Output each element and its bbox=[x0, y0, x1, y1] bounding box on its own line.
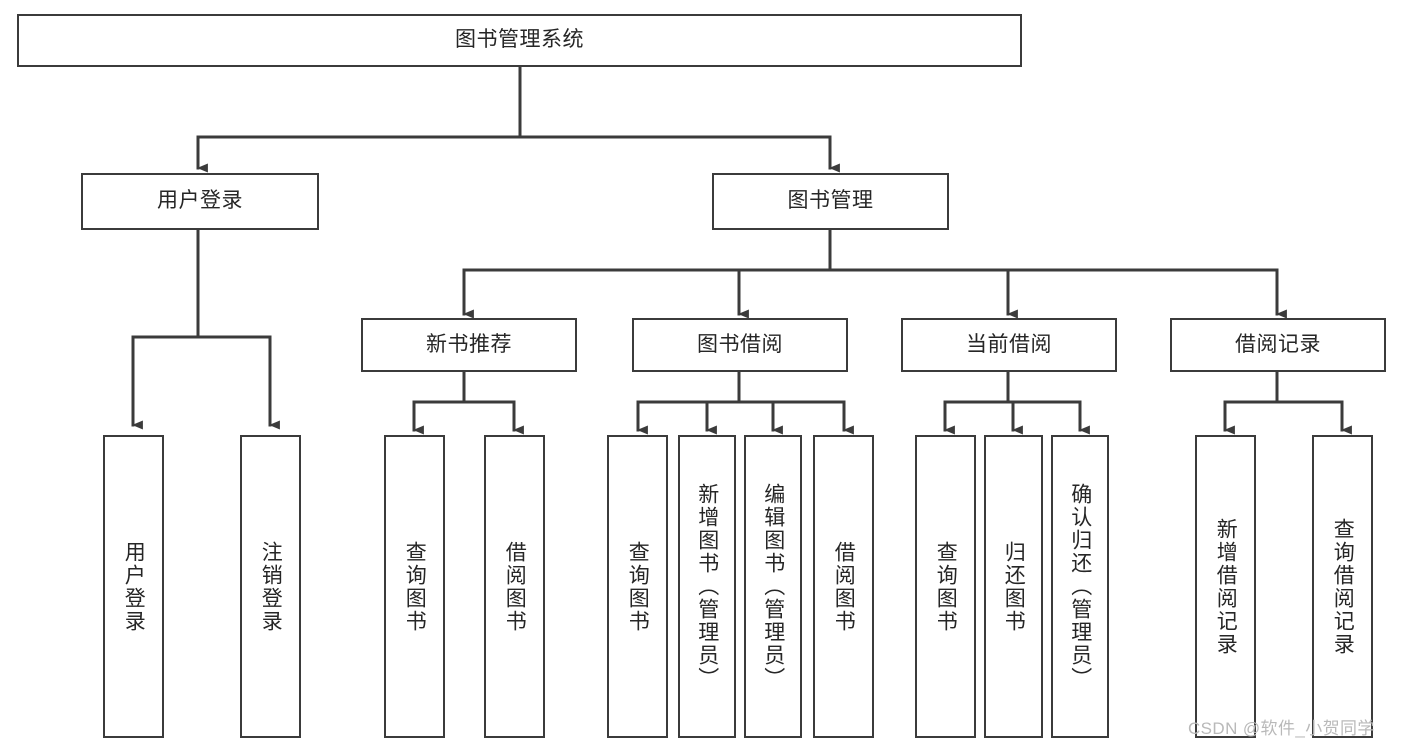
node-leaf-query-record[interactable]: 查询借阅记录 bbox=[1312, 435, 1373, 738]
node-new-book-recommend[interactable]: 新书推荐 bbox=[361, 318, 577, 372]
node-leaf-add-record-label: 新增借阅记录 bbox=[1214, 517, 1238, 656]
node-leaf-borrow-book-1-label: 借阅图书 bbox=[503, 540, 527, 633]
node-leaf-add-book[interactable]: 新增图书（管理员） bbox=[678, 435, 736, 738]
node-leaf-add-book-label: 新增图书（管理员） bbox=[695, 483, 719, 690]
node-user-login-label: 用户登录 bbox=[157, 189, 243, 213]
node-book-borrow[interactable]: 图书借阅 bbox=[632, 318, 848, 372]
node-leaf-query-book-1[interactable]: 查询图书 bbox=[384, 435, 445, 738]
node-root-label: 图书管理系统 bbox=[455, 28, 584, 52]
node-current-borrow[interactable]: 当前借阅 bbox=[901, 318, 1117, 372]
watermark: CSDN @软件_小贺同学 bbox=[1188, 719, 1375, 738]
node-root[interactable]: 图书管理系统 bbox=[17, 14, 1022, 67]
node-leaf-query-book-1-label: 查询图书 bbox=[403, 540, 427, 633]
node-leaf-add-record[interactable]: 新增借阅记录 bbox=[1195, 435, 1256, 738]
node-leaf-return-book-label: 归还图书 bbox=[1002, 540, 1026, 633]
node-leaf-query-book-3-label: 查询图书 bbox=[934, 540, 958, 633]
node-leaf-query-record-label: 查询借阅记录 bbox=[1331, 517, 1355, 656]
node-leaf-edit-book[interactable]: 编辑图书（管理员） bbox=[744, 435, 802, 738]
node-user-login[interactable]: 用户登录 bbox=[81, 173, 319, 230]
node-leaf-logout-login[interactable]: 注销登录 bbox=[240, 435, 301, 738]
node-leaf-query-book-2-label: 查询图书 bbox=[626, 540, 650, 633]
node-leaf-borrow-book-2[interactable]: 借阅图书 bbox=[813, 435, 874, 738]
node-leaf-logout-login-label: 注销登录 bbox=[259, 540, 283, 633]
node-leaf-confirm-return[interactable]: 确认归还（管理员） bbox=[1051, 435, 1109, 738]
node-borrow-record[interactable]: 借阅记录 bbox=[1170, 318, 1386, 372]
node-new-book-recommend-label: 新书推荐 bbox=[426, 332, 512, 356]
node-current-borrow-label: 当前借阅 bbox=[966, 332, 1052, 356]
node-leaf-return-book[interactable]: 归还图书 bbox=[984, 435, 1043, 738]
node-borrow-record-label: 借阅记录 bbox=[1235, 332, 1321, 356]
node-leaf-borrow-book-1[interactable]: 借阅图书 bbox=[484, 435, 545, 738]
node-leaf-borrow-book-2-label: 借阅图书 bbox=[832, 540, 856, 633]
node-book-management[interactable]: 图书管理 bbox=[712, 173, 949, 230]
node-leaf-query-book-2[interactable]: 查询图书 bbox=[607, 435, 668, 738]
node-leaf-user-login-label: 用户登录 bbox=[122, 540, 146, 633]
node-leaf-confirm-return-label: 确认归还（管理员） bbox=[1068, 483, 1092, 690]
node-leaf-edit-book-label: 编辑图书（管理员） bbox=[761, 483, 785, 690]
node-book-management-label: 图书管理 bbox=[787, 189, 874, 213]
node-leaf-query-book-3[interactable]: 查询图书 bbox=[915, 435, 976, 738]
node-leaf-user-login[interactable]: 用户登录 bbox=[103, 435, 164, 738]
node-book-borrow-label: 图书借阅 bbox=[697, 332, 783, 356]
